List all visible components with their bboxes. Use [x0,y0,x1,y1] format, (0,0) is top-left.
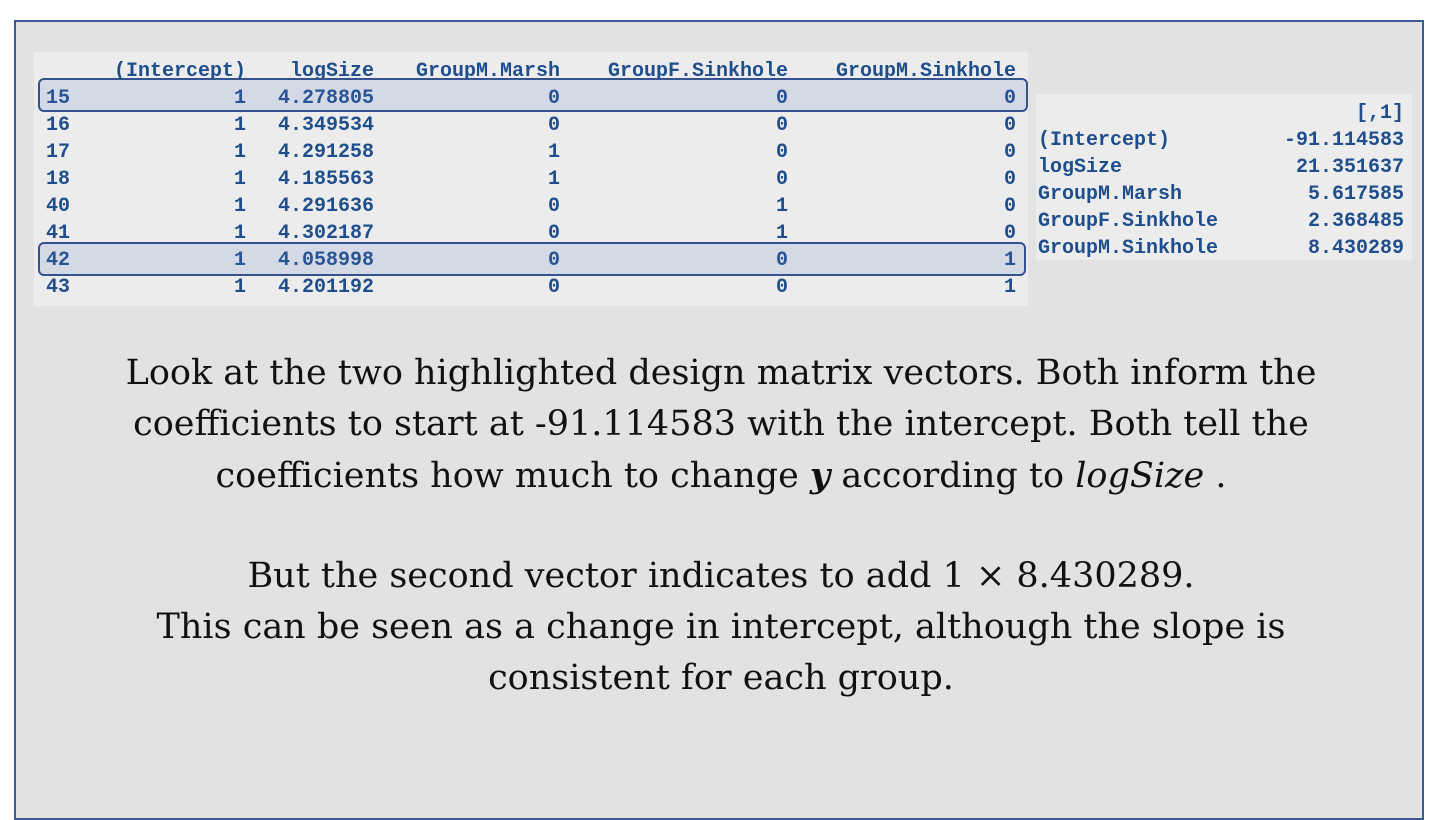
column-header-group-m-marsh: GroupM.Marsh [415,60,560,83]
matrix-cell: 1 [233,168,246,191]
coefficient-row: logSize 21.351637 [1036,154,1412,181]
paragraph-2-line-3: consistent for each group. [488,658,954,698]
line-3-prefix: coefficients how much to change [215,456,810,496]
coefficient-name: GroupF.Sinkhole [1038,210,1219,233]
matrix-cell: 0 [547,87,560,110]
column-header-logsize: logSize [289,60,374,83]
matrix-cell: 1 [233,87,246,110]
coefficient-row: GroupM.Sinkhole 8.430289 [1036,235,1412,262]
row-id: 18 [46,168,71,191]
coefficient-value: 5.617585 [1307,183,1404,206]
design-matrix: (Intercept) logSize GroupM.Marsh GroupF.… [34,52,1028,306]
matrix-cell: 0 [775,249,788,272]
matrix-row: 15 1 4.278805 0 0 0 [34,85,1028,112]
row-id: 40 [46,195,71,218]
column-header-group-m-sinkhole: GroupM.Sinkhole [835,60,1016,83]
matrix-cell: 4.201192 [277,276,374,299]
matrix-cell: 1 [233,222,246,245]
coefficient-value: 2.368485 [1307,210,1404,233]
line-3-middle: according to [830,456,1076,496]
matrix-cell: 1 [233,276,246,299]
matrix-cell: 4.349534 [277,114,374,137]
matrix-cell: 4.278805 [277,87,374,110]
paragraph-2-line-1: But the second vector indicates to add 1… [247,556,1195,596]
matrix-row: 18 1 4.185563 1 0 0 [34,166,1028,193]
matrix-cell: 0 [547,276,560,299]
column-header-intercept: (Intercept) [113,60,246,83]
matrix-row: 16 1 4.349534 0 0 0 [34,112,1028,139]
row-id: 16 [46,114,71,137]
coefficient-vector: [,1] (Intercept) -91.114583 logSize 21.3516… [1036,94,1412,260]
matrix-cell: 0 [1003,87,1016,110]
matrix-row: 42 1 4.058998 0 0 1 [34,247,1028,274]
matrix-row: 43 1 4.201192 0 0 1 [34,274,1028,301]
row-id: 43 [46,276,71,299]
matrix-cell: 0 [1003,114,1016,137]
matrix-cell: 0 [775,141,788,164]
matrix-cell: 0 [547,249,560,272]
matrix-row: 40 1 4.291636 0 1 0 [34,193,1028,220]
matrix-cell: 0 [1003,141,1016,164]
matrix-cell: 4.291258 [277,141,374,164]
row-id: 41 [46,222,71,245]
matrix-row: 17 1 4.291258 1 0 0 [34,139,1028,166]
coefficient-row: (Intercept) -91.114583 [1036,127,1412,154]
explanation-paragraph-2: But the second vector indicates to add 1… [16,551,1426,704]
coefficient-name: (Intercept) [1038,129,1171,152]
coefficient-value: -91.114583 [1283,129,1404,152]
math-y: y [809,455,831,496]
coefficient-name: GroupM.Marsh [1038,183,1183,206]
coefficient-name: logSize [1038,156,1123,179]
coefficient-header-row: [,1] [1036,100,1412,127]
matrix-cell: 0 [1003,222,1016,245]
coefficient-row: GroupF.Sinkhole 2.368485 [1036,208,1412,235]
coefficient-name: GroupM.Sinkhole [1038,237,1219,260]
coefficient-column-header: [,1] [1355,102,1404,125]
matrix-cell: 1 [233,114,246,137]
row-id: 42 [46,249,71,272]
coefficient-value: 21.351637 [1295,156,1404,179]
explanation-paragraph-1: Look at the two highlighted design matri… [16,348,1426,502]
matrix-cell: 1 [233,141,246,164]
math-logsize: logSize [1075,456,1205,496]
matrix-cell: 0 [1003,168,1016,191]
line-3-suffix: . [1204,456,1227,496]
matrix-cell: 0 [547,114,560,137]
matrix-cell: 1 [233,195,246,218]
matrix-cell: 0 [775,168,788,191]
matrix-cell: 1 [233,249,246,272]
matrix-cell: 4.302187 [277,222,374,245]
coefficient-value: 8.430289 [1307,237,1404,260]
highlight-row-42 [38,242,1026,276]
matrix-cell: 1 [1003,276,1016,299]
highlight-row-15 [38,78,1028,112]
paragraph-1-line-2: coefficients to start at -91.114583 with… [133,404,1309,444]
paragraph-2-line-2: This can be seen as a change in intercep… [156,607,1286,647]
paragraph-1-line-1: Look at the two highlighted design matri… [125,353,1317,393]
matrix-cell: 4.291636 [277,195,374,218]
matrix-row: 41 1 4.302187 0 1 0 [34,220,1028,247]
matrix-cell: 0 [775,114,788,137]
slide: (Intercept) logSize GroupM.Marsh GroupF.… [14,20,1424,820]
matrix-header: (Intercept) logSize GroupM.Marsh GroupF.… [34,58,1028,85]
row-id: 17 [46,141,71,164]
matrix-cell: 4.058998 [277,249,374,272]
matrix-cell: 1 [775,195,788,218]
matrix-cell: 0 [1003,195,1016,218]
matrix-cell: 1 [1003,249,1016,272]
matrix-cell: 0 [775,276,788,299]
matrix-cell: 1 [547,168,560,191]
column-header-group-f-sinkhole: GroupF.Sinkhole [607,60,788,83]
matrix-cell: 0 [775,87,788,110]
paragraph-1-line-3: coefficients how much to change y accord… [16,450,1426,502]
matrix-cell: 1 [775,222,788,245]
matrix-cell: 0 [547,222,560,245]
matrix-cell: 4.185563 [277,168,374,191]
row-id: 15 [46,87,71,110]
coefficient-row: GroupM.Marsh 5.617585 [1036,181,1412,208]
matrix-cell: 0 [547,195,560,218]
matrix-cell: 1 [547,141,560,164]
